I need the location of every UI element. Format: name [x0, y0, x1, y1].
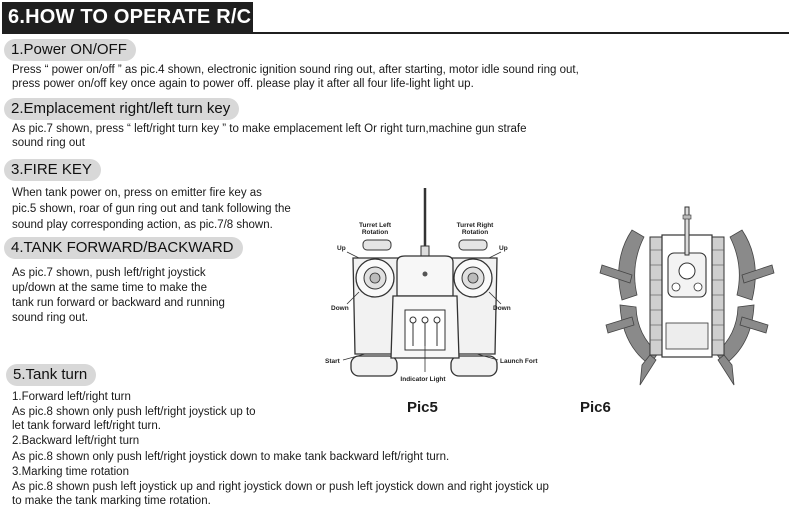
- up-right-label: Up: [499, 245, 508, 252]
- forward-line-1: As pic.7 shown, push left/right joystick: [12, 267, 206, 279]
- turn-line-5: As pic.8 shown only push left/right joys…: [12, 451, 450, 463]
- up-left-label: Up: [337, 245, 346, 252]
- power-line-2: press power on/off key once again to pow…: [12, 78, 474, 90]
- turret-right-label-2: Rotation: [462, 229, 488, 236]
- section-heading-fire: 3.FIRE KEY: [4, 159, 101, 181]
- title-underline: [2, 32, 789, 34]
- turn-line-3: let tank forward left/right turn.: [12, 420, 161, 432]
- fire-line-1: When tank power on, press on emitter fir…: [12, 187, 262, 199]
- turn-line-8: to make the tank marking time rotation.: [12, 495, 211, 507]
- turn-line-6: 3.Marking time rotation: [12, 466, 129, 478]
- gun-barrel: [684, 206, 690, 256]
- turn-line-2: As pic.8 shown only push left/right joys…: [12, 406, 256, 418]
- down-right-label: Down: [493, 305, 511, 312]
- forward-line-4: sound ring out.: [12, 312, 89, 324]
- forward-line-2: up/down at the same time to make the: [12, 282, 207, 294]
- turret-right-label-1: Turret Right: [457, 222, 495, 229]
- remote-control-diagram: Turret Left Rotation Turret Right Rotati…: [325, 188, 538, 383]
- section-heading-forward-backward: 4.TANK FORWARD/BACKWARD: [4, 237, 243, 259]
- turret-left-label-2: Rotation: [362, 229, 388, 236]
- section-heading-power: 1.Power ON/OFF: [4, 39, 136, 61]
- section-heading-tank-turn: 5.Tank turn: [6, 364, 97, 386]
- power-line-1: Press “ power on/off ” as pic.4 shown, e…: [12, 64, 579, 76]
- page-title: 6.HOW TO OPERATE R/C: [2, 2, 253, 32]
- turret-left-label-1: Turret Left: [359, 222, 392, 229]
- turn-line-1: 1.Forward left/right turn: [12, 391, 131, 403]
- turn-line-4: 2.Backward left/right turn: [12, 435, 140, 447]
- down-left-label: Down: [331, 305, 349, 312]
- pic5-caption: Pic5: [407, 399, 438, 416]
- tank-top-view-diagram: [599, 206, 775, 386]
- pic6-caption: Pic6: [580, 399, 611, 416]
- start-label: Start: [325, 358, 341, 365]
- fire-line-2: pic.5 shown, roar of gun ring out and ta…: [12, 203, 291, 215]
- indicator-light-label: Indicator Light: [400, 376, 446, 383]
- launch-fort-label: Launch Fort: [500, 358, 538, 365]
- fire-line-3: sound play corresponding action, as pic.…: [12, 219, 273, 231]
- emplacement-line-1: As pic.7 shown, press “ left/right turn …: [12, 123, 527, 135]
- forward-line-3: tank run forward or backward and running: [12, 297, 225, 309]
- section-heading-emplacement: 2.Emplacement right/left turn key: [4, 98, 240, 120]
- turn-line-7: As pic.8 shown push left joystick up and…: [12, 481, 549, 493]
- emplacement-line-2: sound ring out: [12, 137, 85, 149]
